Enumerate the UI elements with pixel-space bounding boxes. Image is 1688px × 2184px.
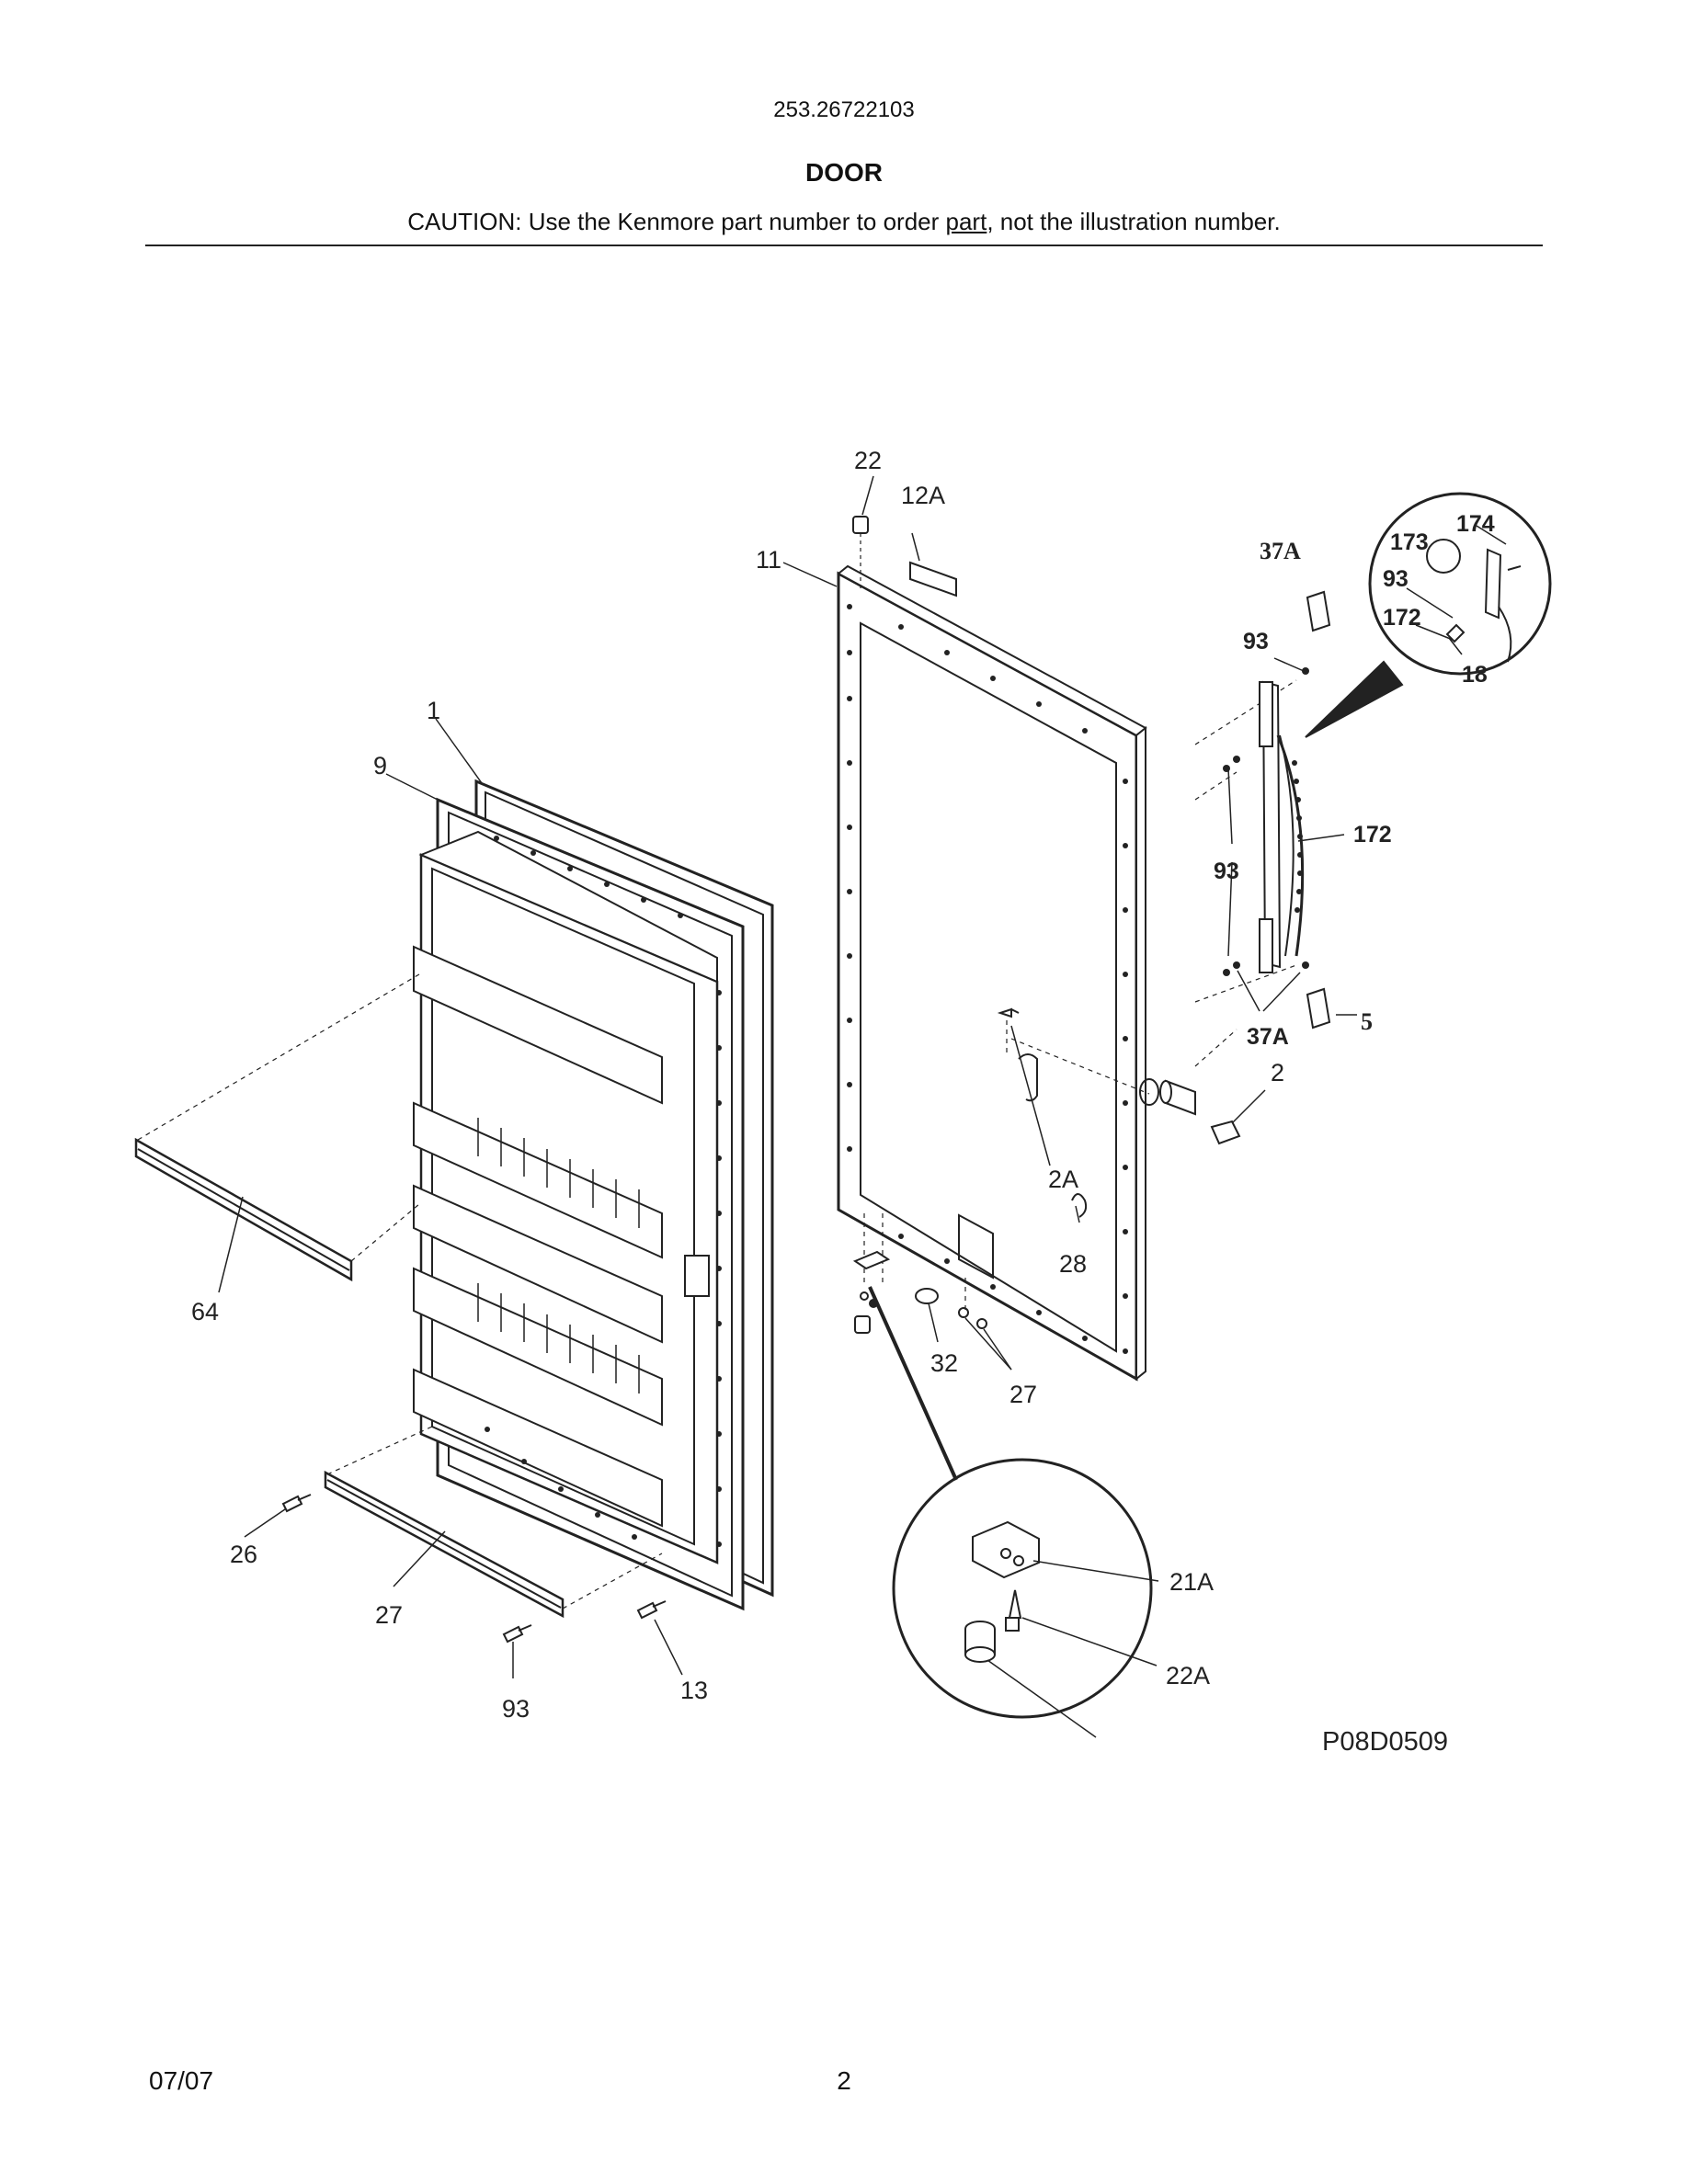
breaker-strip-26: [324, 1470, 565, 1619]
washer-32b: [976, 1318, 987, 1329]
callout-93-bottom: 13: [680, 1677, 708, 1704]
lock-latch-2: [1018, 1053, 1038, 1102]
washer-32a: [958, 1307, 969, 1318]
callout-93-inset-top: 174: [1456, 511, 1495, 537]
callout-174: 93: [1383, 566, 1409, 592]
hinge-detail-inset: [868, 1286, 1153, 1719]
callout-18: 172: [1353, 822, 1392, 847]
lock-screw: [997, 1007, 1020, 1018]
lock-clip-2a: [1071, 1193, 1088, 1218]
callout-26: 27: [375, 1601, 403, 1629]
handle-rivets: [1223, 667, 1309, 976]
label-plate-12a: [909, 561, 957, 597]
handle-cap-top: [1306, 590, 1331, 632]
callout-173: 173: [1390, 529, 1429, 555]
callout-22: 22: [854, 447, 882, 474]
callout-2a: 28: [1059, 1250, 1087, 1278]
page-number: 2: [837, 2066, 851, 2095]
callout-21a: 22A: [1166, 1662, 1210, 1689]
callout-1: 1: [427, 697, 440, 724]
model-number: 253.26722103: [773, 97, 915, 122]
callout-28: 64: [191, 1298, 219, 1325]
leader-lines: [218, 475, 1507, 1738]
screw-27-top: [281, 1494, 312, 1513]
outer-door-panel: [837, 564, 1147, 1382]
gasket-screw-holes: [485, 836, 722, 1547]
callout-172-inset: 18: [1462, 662, 1488, 688]
door-panel-screw-holes: [847, 604, 1128, 1354]
callout-2: 2A: [1048, 1166, 1078, 1193]
callout-93-handle-top: 93: [1243, 629, 1269, 654]
callout-13: 21A: [1169, 1568, 1214, 1596]
door-slot: [958, 1213, 994, 1280]
callout-37a-bottom: 5: [1361, 1008, 1373, 1035]
hinge-bracket-small: [852, 1250, 891, 1334]
callout-27-top: 26: [230, 1541, 257, 1568]
handle-cap-bottom: [1306, 987, 1331, 1029]
door-liner: [413, 830, 719, 1564]
plug-22: [852, 516, 869, 588]
callout-5: 2: [1271, 1059, 1284, 1086]
lock-cylinder: [1139, 1078, 1196, 1116]
callout-12a: 12A: [901, 482, 945, 509]
figure-code: P08D0509: [1322, 1727, 1448, 1757]
callout-172: 93: [1214, 859, 1239, 884]
caution-text-1: CAUTION: Use the Kenmore part number to …: [407, 208, 946, 235]
callout-9: 9: [373, 752, 387, 779]
callout-32: 27: [1009, 1381, 1037, 1408]
screw-27-bottom: [502, 1624, 532, 1644]
callout-27-bottom: 93: [502, 1695, 530, 1723]
breaker-strip-28: [134, 1137, 353, 1282]
assembly-guide-lines: [137, 679, 1297, 1610]
footer-date: 07/07: [149, 2066, 214, 2095]
caution-text-2: , not the illustration number.: [987, 208, 1281, 235]
screw-93-bottom: [636, 1600, 667, 1620]
callout-93-handle-bottom: 37A: [1247, 1024, 1289, 1050]
callout-93-inset-mid: 172: [1383, 605, 1421, 631]
plug-64: [915, 1288, 939, 1304]
header-rule: [145, 245, 1543, 246]
door-handle: [1259, 680, 1305, 973]
callout-37a-top: 37A: [1260, 538, 1301, 564]
lock-key-5: [1210, 1120, 1241, 1145]
caution-underlined-word: part: [945, 208, 987, 235]
section-title: DOOR: [805, 158, 883, 187]
caution-note: CAUTION: Use the Kenmore part number to …: [0, 208, 1688, 236]
callout-64: 32: [930, 1349, 958, 1377]
callout-11: 11: [756, 546, 781, 574]
